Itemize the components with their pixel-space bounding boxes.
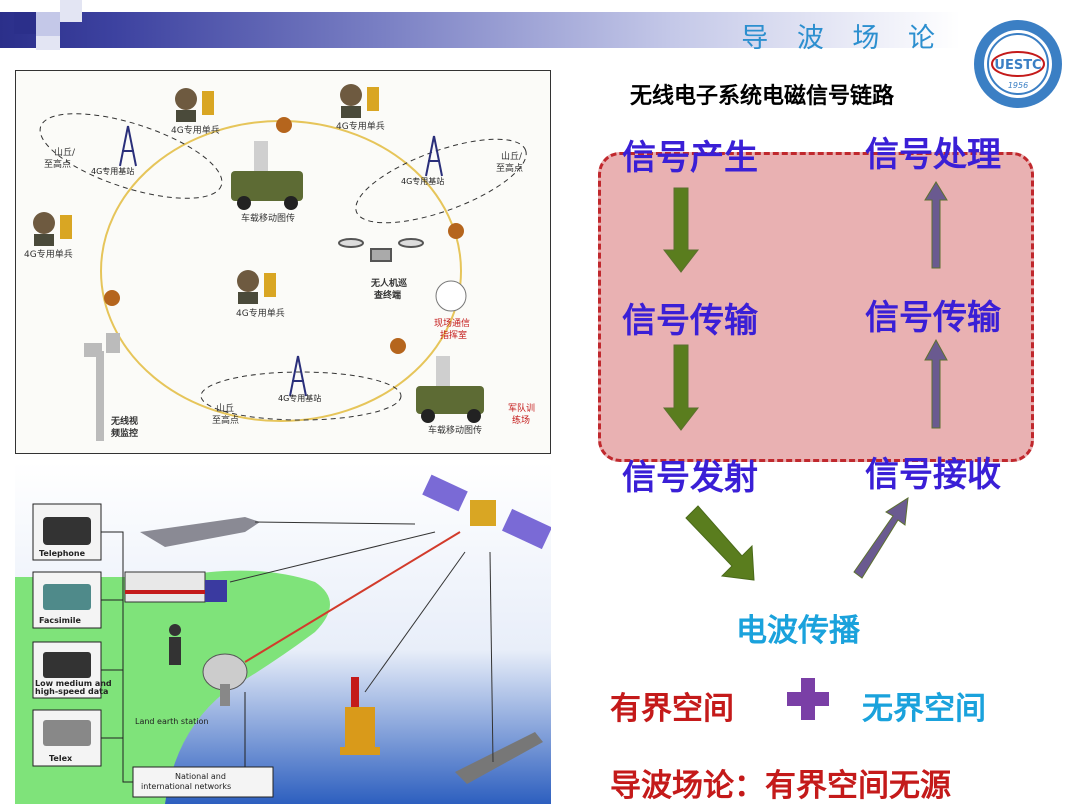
corner-square-2 xyxy=(36,12,60,36)
svg-text:山丘/: 山丘/ xyxy=(501,151,523,162)
drone-icon xyxy=(338,238,424,262)
svg-text:4G专用基站: 4G专用基站 xyxy=(91,166,134,176)
header-bar xyxy=(0,12,960,48)
chain-title: 无线电子系统电磁信号链路 xyxy=(630,84,895,109)
svg-text:至高点: 至高点 xyxy=(496,162,523,174)
svg-text:Land earth station: Land earth station xyxy=(135,717,208,726)
signal-transmit-right: 信号传输 xyxy=(865,298,1001,338)
svg-text:现场通信: 现场通信 xyxy=(434,317,470,329)
signal-emit: 信号发射 xyxy=(622,458,758,498)
svg-text:练场: 练场 xyxy=(512,414,530,426)
svg-text:山丘/: 山丘/ xyxy=(54,147,76,158)
summary-label: 导波场论：有界空间无源 xyxy=(610,768,951,804)
satellite-diagram-image: Telephone Facsimile Low medium and high-… xyxy=(15,462,551,804)
unbounded-space-label: 无界空间 xyxy=(862,691,986,727)
svg-text:National and: National and xyxy=(175,772,226,781)
svg-text:Telephone: Telephone xyxy=(39,549,86,558)
corner-square-4 xyxy=(36,36,60,50)
dish-icon xyxy=(202,653,248,706)
svg-text:车载移动图传: 车载移动图传 xyxy=(241,212,295,224)
university-logo: UESTC 1956 xyxy=(974,20,1062,108)
corner-square-3 xyxy=(60,0,82,22)
platform-icon xyxy=(340,677,380,755)
svg-text:无线视: 无线视 xyxy=(110,415,138,427)
svg-text:4G专用单兵: 4G专用单兵 xyxy=(236,307,285,319)
svg-text:4G专用基站: 4G专用基站 xyxy=(278,393,321,403)
svg-text:至高点: 至高点 xyxy=(212,414,239,426)
network-diagram-svg: 4G专用单兵 4G专用单兵 4G专用单兵 4G专用单兵 车载移动图传 车载移动图… xyxy=(24,84,535,441)
truck-icon xyxy=(124,571,227,603)
signal-receive: 信号接收 xyxy=(865,455,1001,495)
svg-text:无人机巡: 无人机巡 xyxy=(370,277,407,289)
svg-text:指挥室: 指挥室 xyxy=(440,329,467,341)
uplink-line xyxy=(244,531,461,663)
svg-text:Facsimile: Facsimile xyxy=(39,616,81,625)
satellite-icon xyxy=(422,474,551,550)
svg-text:international networks: international networks xyxy=(141,782,231,791)
wave-propagation-label: 电波传播 xyxy=(736,613,860,649)
arrow-diagonal-up-icon xyxy=(853,497,909,579)
soldier-icon xyxy=(33,84,379,304)
svg-text:4G专用单兵: 4G专用单兵 xyxy=(171,124,220,136)
course-title: 导 波 场 论 xyxy=(741,23,945,54)
airplane-icon xyxy=(140,517,260,547)
link-icon xyxy=(104,117,464,354)
svg-text:4G专用基站: 4G专用基站 xyxy=(401,176,444,186)
svg-text:high-speed data: high-speed data xyxy=(35,687,108,696)
monitor-pole-icon xyxy=(84,333,120,441)
network-diagram-image: 4G专用单兵 4G专用单兵 4G专用单兵 4G专用单兵 车载移动图传 车载移动图… xyxy=(15,70,551,454)
svg-text:查终端: 查终端 xyxy=(373,289,401,301)
arrow-diagonal-down-icon xyxy=(685,505,755,581)
satellite-diagram-svg: Telephone Facsimile Low medium and high-… xyxy=(15,462,551,804)
svg-text:至高点: 至高点 xyxy=(44,158,71,170)
ship-icon xyxy=(455,732,543,784)
svg-text:山丘: 山丘 xyxy=(216,403,234,414)
svg-text:频监控: 频监控 xyxy=(111,427,138,439)
signal-generate: 信号产生 xyxy=(622,138,758,178)
corner-square-1 xyxy=(14,12,36,34)
svg-text:4G专用单兵: 4G专用单兵 xyxy=(24,248,73,260)
svg-text:Low medium and: Low medium and xyxy=(35,679,112,688)
vehicle-icon xyxy=(231,141,484,423)
svg-text:4G专用单兵: 4G专用单兵 xyxy=(336,120,385,132)
person-icon xyxy=(169,624,181,665)
signal-transmit-left: 信号传输 xyxy=(622,301,758,341)
logo-year: 1956 xyxy=(1008,81,1028,90)
svg-text:军队训: 军队训 xyxy=(508,402,535,414)
svg-text:车载移动图传: 车载移动图传 xyxy=(428,424,482,436)
bounded-space-label: 有界空间 xyxy=(610,691,734,727)
tower-icon xyxy=(119,125,443,397)
signal-process: 信号处理 xyxy=(865,135,1001,175)
logo-text: UESTC xyxy=(994,58,1041,73)
plus-icon xyxy=(787,678,829,720)
svg-text:Telex: Telex xyxy=(49,754,73,763)
